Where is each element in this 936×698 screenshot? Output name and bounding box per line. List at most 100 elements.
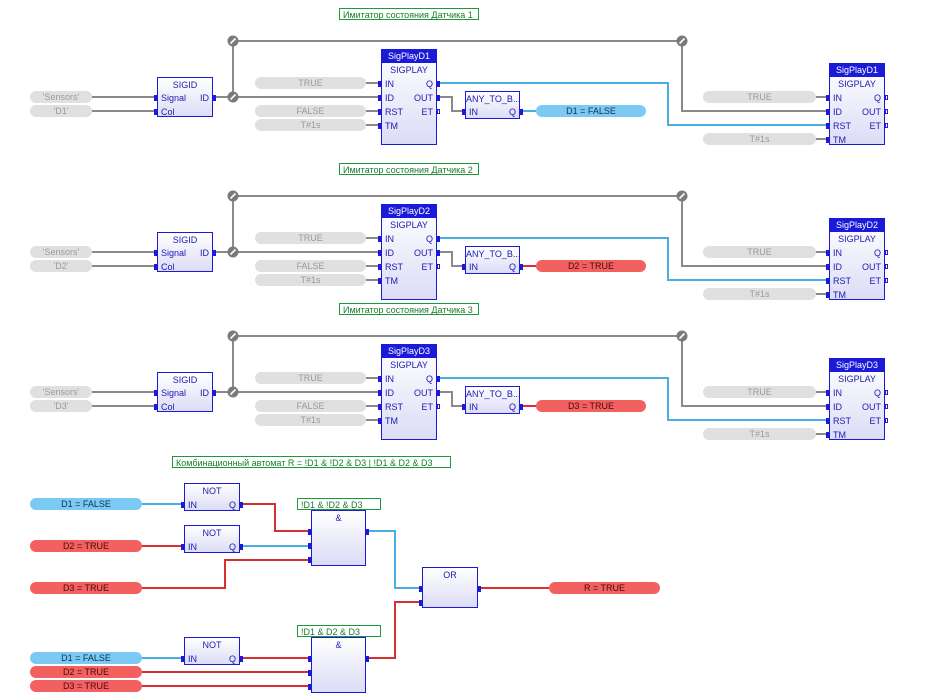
input-pin[interactable] [154,264,158,270]
literal-col[interactable]: 'D1' [30,105,92,117]
output-pin[interactable] [885,418,888,423]
input-pin[interactable] [154,250,158,256]
output-pin[interactable] [885,109,888,114]
output-pin[interactable] [365,656,369,662]
input-pin[interactable] [462,264,466,270]
input-pin[interactable] [462,404,466,410]
input-pin[interactable] [419,586,423,592]
input-pin[interactable] [378,278,382,284]
literal-in-2[interactable]: TRUE [703,91,816,103]
literal-tm[interactable]: T#1s [255,119,366,131]
output-pin[interactable] [885,250,888,255]
variable-d2[interactable]: D2 = TRUE [30,540,142,552]
result-variable[interactable]: D2 = TRUE [536,260,646,272]
output-pin[interactable] [519,109,523,115]
input-pin[interactable] [378,109,382,115]
literal-signal[interactable]: 'Sensors' [30,246,92,258]
literal-rst[interactable]: FALSE [255,260,366,272]
output-pin[interactable] [436,236,440,242]
input-pin[interactable] [154,404,158,410]
input-pin[interactable] [308,670,312,676]
input-pin[interactable] [308,684,312,690]
output-pin[interactable] [436,376,440,382]
group-comment[interactable]: Имитатор состояния Датчика 3 [339,303,479,315]
input-pin[interactable] [826,278,830,284]
logic-comment[interactable]: Комбинационный автомат R = !D1 & !D2 & D… [172,456,451,468]
input-pin[interactable] [378,123,382,129]
input-pin[interactable] [826,95,830,101]
term1-comment[interactable]: !D1 & !D2 & D3 [297,498,381,510]
output-pin[interactable] [239,502,243,508]
result-variable[interactable]: D1 = FALSE [536,105,646,117]
output-pin[interactable] [239,656,243,662]
output-pin[interactable] [519,264,523,270]
input-pin[interactable] [308,656,312,662]
literal-signal[interactable]: 'Sensors' [30,91,92,103]
output-pin[interactable] [365,529,369,535]
input-pin[interactable] [378,236,382,242]
and-block[interactable]: & [308,637,369,693]
input-pin[interactable] [378,250,382,256]
input-pin[interactable] [826,137,830,143]
input-pin[interactable] [378,81,382,87]
input-pin[interactable] [826,292,830,298]
input-pin[interactable] [419,600,423,606]
output-pin[interactable] [436,81,440,87]
literal-tm[interactable]: T#1s [255,274,366,286]
input-pin[interactable] [826,404,830,410]
output-pin[interactable] [436,390,440,396]
input-pin[interactable] [826,432,830,438]
result-variable[interactable]: D3 = TRUE [536,400,646,412]
input-pin[interactable] [826,123,830,129]
literal-tm[interactable]: T#1s [255,414,366,426]
literal-signal[interactable]: 'Sensors' [30,386,92,398]
input-pin[interactable] [154,95,158,101]
literal-in[interactable]: TRUE [255,77,366,89]
input-pin[interactable] [378,95,382,101]
literal-tm-2[interactable]: T#1s [703,428,816,440]
output-pin[interactable] [436,250,440,256]
literal-in[interactable]: TRUE [255,232,366,244]
output-pin[interactable] [885,390,888,395]
input-pin[interactable] [378,404,382,410]
variable-d1[interactable]: D1 = FALSE [30,652,142,664]
literal-in-2[interactable]: TRUE [703,386,816,398]
input-pin[interactable] [826,418,830,424]
output-pin[interactable] [437,264,440,269]
input-pin[interactable] [462,109,466,115]
term2-comment[interactable]: !D1 & D2 & D3 [297,625,381,637]
output-pin[interactable] [885,404,888,409]
variable-d1[interactable]: D1 = FALSE [30,498,142,510]
output-pin[interactable] [885,264,888,269]
input-pin[interactable] [308,543,312,549]
result-r-variable[interactable]: R = TRUE [549,582,660,594]
output-pin[interactable] [436,95,440,101]
literal-in[interactable]: TRUE [255,372,366,384]
output-pin[interactable] [437,109,440,114]
output-pin[interactable] [477,586,481,592]
literal-in-2[interactable]: TRUE [703,246,816,258]
input-pin[interactable] [154,109,158,115]
output-pin[interactable] [885,123,888,128]
literal-tm-2[interactable]: T#1s [703,133,816,145]
output-pin[interactable] [885,95,888,100]
input-pin[interactable] [308,557,312,563]
input-pin[interactable] [181,544,185,550]
input-pin[interactable] [826,109,830,115]
variable-d3[interactable]: D3 = TRUE [30,680,142,692]
literal-col[interactable]: 'D2' [30,260,92,272]
output-pin[interactable] [212,250,216,256]
input-pin[interactable] [378,264,382,270]
literal-tm-2[interactable]: T#1s [703,288,816,300]
